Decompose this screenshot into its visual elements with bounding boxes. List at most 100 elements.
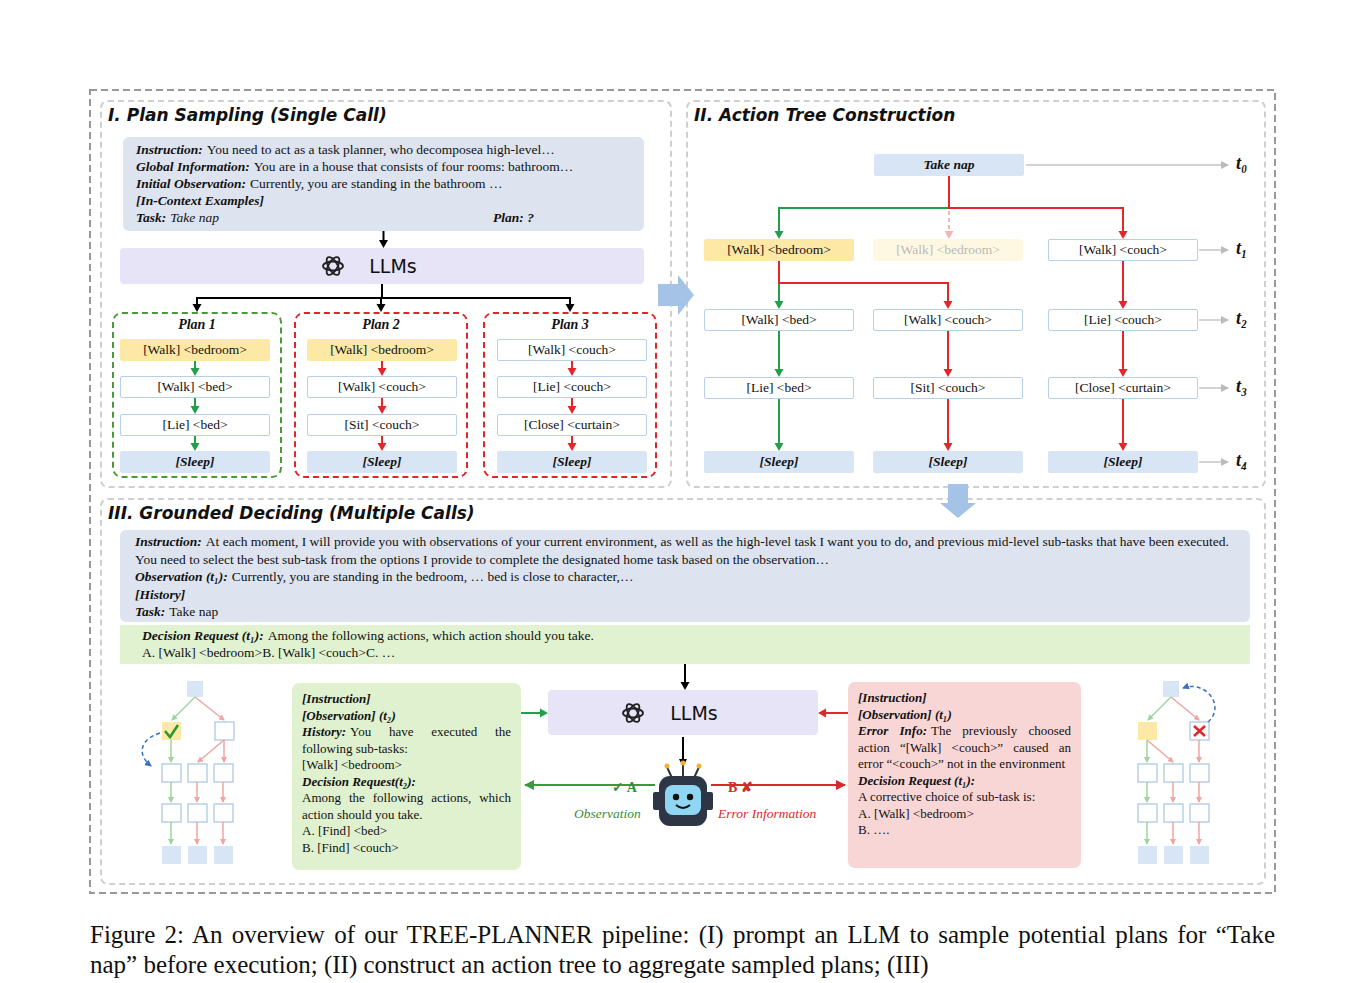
arrowhead — [944, 443, 953, 451]
choice-tag: ✓ A — [612, 779, 637, 796]
text: [History] — [135, 587, 185, 602]
connector — [945, 176, 954, 239]
label: [Walk] <couch> — [338, 379, 426, 395]
text: Take nap — [170, 210, 219, 225]
block-arrow — [658, 275, 694, 315]
stage-panel: II. Action Tree ConstructionTake nap [Wal… — [686, 100, 1266, 488]
text-line: A. [Walk] <bedroom>B. [Walk] <couch>C. … — [142, 644, 1228, 661]
action-box: [Sleep] — [120, 451, 270, 473]
time-line — [1026, 164, 1228, 166]
robot-antenna-tip — [665, 764, 670, 769]
mini-node — [1190, 804, 1209, 822]
text-line: Decision Request (t₁): — [858, 773, 1071, 790]
llm-box: LLMs — [120, 248, 644, 284]
action-box: [Sit] <couch> — [307, 414, 457, 436]
label: [Sleep] — [1104, 454, 1143, 470]
robot-eye — [673, 794, 679, 800]
stage-panel: III. Grounded Deciding (Multiple Calls)I… — [100, 498, 1266, 885]
plan-group: Plan 1[Walk] <bedroom>[Walk] <bed>[Lie] … — [112, 312, 282, 478]
arrowhead — [566, 304, 575, 312]
text: Initial Observation: — [136, 176, 246, 191]
label: [Lie] <couch> — [533, 379, 611, 395]
connector-line — [571, 361, 573, 368]
mini-node — [1190, 722, 1209, 740]
mini-edge — [1146, 822, 1148, 844]
connector — [775, 331, 784, 377]
label: Take nap — [924, 157, 975, 173]
connector — [949, 176, 1128, 239]
arrowhead — [944, 369, 953, 377]
label: [Sleep] — [176, 454, 215, 470]
connector — [944, 399, 953, 451]
arrowhead — [775, 369, 784, 377]
robot-head — [659, 776, 707, 826]
connector-line — [1122, 399, 1124, 443]
text-line: Error Info:The previously choosed action… — [858, 723, 1071, 773]
connector-line — [194, 436, 196, 443]
arrowhead — [568, 443, 577, 451]
connector-line — [947, 399, 949, 443]
mini-node — [215, 722, 234, 740]
mini-node — [1190, 764, 1209, 782]
text: At each moment, I will provide you with … — [135, 534, 1229, 567]
robot-mouth — [676, 805, 690, 808]
label: [Sit] <couch> — [911, 380, 986, 396]
text: Among the following actions, which actio… — [268, 628, 594, 643]
mini-node — [162, 804, 181, 822]
mini-node — [188, 846, 207, 864]
arrowhead — [378, 406, 387, 414]
heading: II. Action Tree Construction — [694, 105, 955, 125]
mini-node — [187, 681, 203, 697]
connector-line — [381, 436, 383, 443]
plan-group: Plan 3[Walk] <couch>[Lie] <couch>[Close]… — [483, 312, 657, 478]
arrowhead — [191, 368, 200, 376]
connector-line — [382, 284, 570, 304]
mini-edge — [1172, 782, 1174, 802]
robot-antenna-tip — [681, 761, 686, 766]
mini-edge — [1147, 740, 1173, 762]
connector-line — [571, 436, 573, 443]
action-box: [Walk] <bedroom> — [704, 239, 854, 261]
arrowhead — [1119, 301, 1128, 309]
mini-node — [162, 846, 181, 864]
mini-edge — [195, 697, 224, 720]
mini-edge — [196, 822, 198, 844]
text: Plan: ? — [493, 209, 534, 226]
connector-line — [778, 331, 780, 369]
text-line: [Walk] <bedroom> — [302, 757, 511, 774]
mini-node — [1164, 804, 1183, 822]
connector-line — [826, 712, 848, 714]
connector — [775, 176, 950, 239]
text: Decision Request (t₁): — [142, 628, 264, 643]
connector — [681, 664, 690, 690]
mini-node — [1138, 764, 1157, 782]
label: [Walk] <bedroom> — [727, 242, 831, 258]
connector-line — [779, 261, 948, 301]
arrowhead — [1119, 369, 1128, 377]
prompt-box: Instruction:You need to act as a task pl… — [123, 137, 644, 231]
label: LLMs — [670, 702, 717, 724]
heading: III. Grounded Deciding (Multiple Calls) — [108, 503, 475, 523]
mini-edge — [170, 740, 172, 762]
connector — [378, 436, 387, 451]
mini-node — [1163, 681, 1179, 697]
connector — [568, 361, 577, 376]
label: [Lie] <bed> — [162, 417, 227, 433]
arrowhead — [191, 406, 200, 414]
arrowhead — [775, 231, 784, 239]
text-line: [History] — [135, 586, 1235, 604]
arrowhead — [775, 443, 784, 451]
label: [Sleep] — [760, 454, 799, 470]
mini-edge — [1198, 822, 1200, 844]
flow-arrow — [682, 737, 684, 766]
connector — [940, 484, 976, 518]
mini-node — [188, 764, 207, 782]
arrowhead — [1119, 443, 1128, 451]
mini-edge — [1172, 822, 1174, 844]
connector-line — [194, 361, 196, 368]
action-box: [Walk] <bedroom> — [307, 339, 457, 361]
text: Among the following actions, which actio… — [302, 790, 511, 822]
text-line: Global Information:You are in a house th… — [136, 158, 631, 175]
outer-frame — [90, 90, 1275, 893]
